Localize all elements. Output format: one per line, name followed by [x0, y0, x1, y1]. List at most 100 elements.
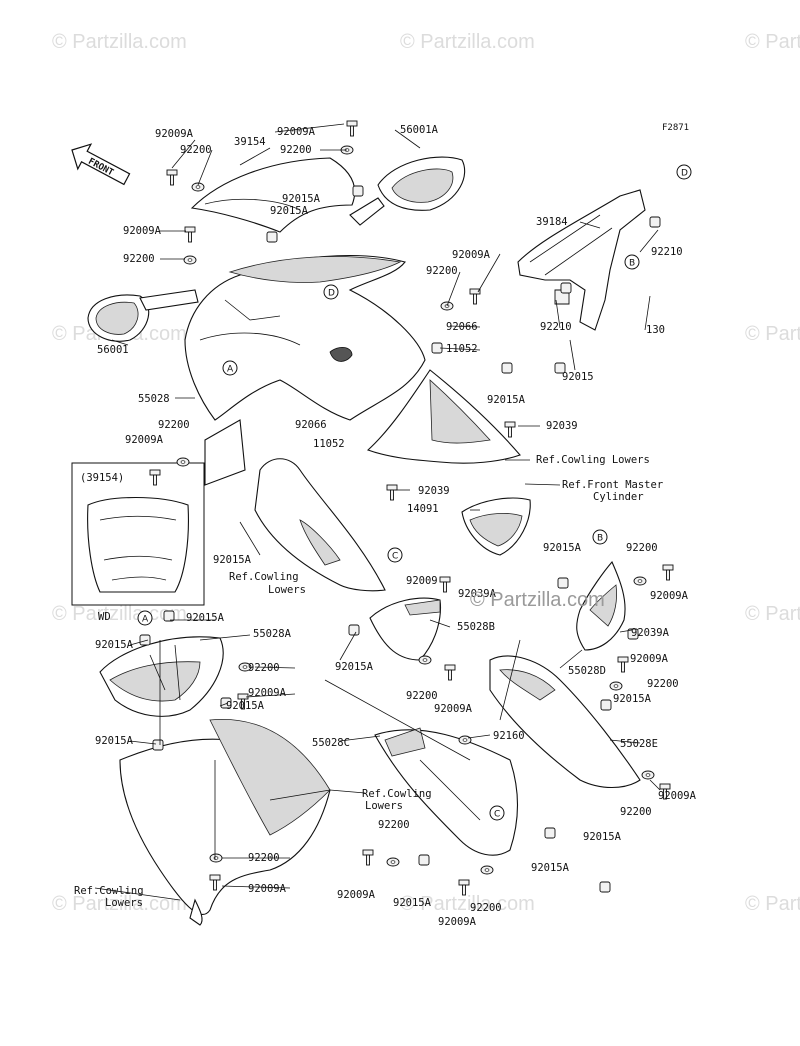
leader-line [339, 631, 357, 661]
construction-line [499, 639, 521, 721]
part-number-label: 92066 [446, 321, 478, 333]
washer-icon [418, 655, 432, 665]
center-lower-cowl-part [374, 727, 519, 856]
part-number-label: 55028C [312, 737, 350, 749]
part-number-label: 55028D [568, 665, 606, 677]
reference-note: Ref.Cowling [74, 885, 144, 897]
callout-letter: D [681, 169, 688, 179]
inset-ref-label: (39154) [80, 472, 124, 484]
callout-circle [387, 547, 403, 563]
upper-cowl-part [184, 255, 426, 421]
callout-letter: C [392, 552, 398, 562]
part-number-label: 92039 [418, 485, 450, 497]
collar-icon [352, 185, 364, 197]
collar-icon [220, 697, 232, 709]
leader-line [111, 339, 129, 346]
screw-icon [458, 879, 470, 896]
watermark-text: © Partzilla.com [745, 31, 800, 53]
center-cowl-part [369, 597, 441, 661]
watermark-text: © Partzilla.com [745, 603, 800, 625]
part-number-label: 92015A [543, 542, 582, 554]
leader-line [649, 779, 661, 791]
part-number-label: 92200 [470, 902, 502, 914]
part-number-label: 55028B [457, 621, 495, 633]
washer-icon [386, 857, 400, 867]
windshield-part [190, 157, 356, 233]
leader-line [477, 253, 501, 293]
part-number-label: 92200 [248, 852, 280, 864]
screw-icon [184, 226, 196, 243]
part-number-label: 92039A [631, 627, 670, 639]
washer-icon [191, 182, 205, 192]
part-number-label: 92009A [438, 916, 477, 928]
collar-icon [152, 739, 164, 751]
part-number-label: 92009A [630, 653, 669, 665]
part-number-label: 55028 [138, 393, 170, 405]
callout-marker: A [137, 610, 153, 626]
part-number-label: 92015A [213, 554, 252, 566]
leader-line [129, 740, 157, 745]
leader-line [245, 693, 296, 698]
cowl-bracket-part [517, 189, 646, 331]
screw-icon [362, 849, 374, 866]
reference-note: Ref.Cowling [362, 788, 432, 800]
washer-icon [238, 662, 252, 672]
part-number-label: 92015A [95, 735, 134, 747]
part-number-label: 92009A [658, 790, 697, 802]
washer-icon [209, 853, 223, 863]
collar-icon [557, 577, 569, 589]
part-number-label: 92015A [186, 612, 225, 624]
watermark-text: © Partzilla.com [745, 893, 800, 915]
part-number-label: 92200 [378, 819, 410, 831]
callout-letter: B [629, 259, 635, 269]
leader-line [199, 634, 251, 641]
callout-circle [323, 284, 339, 300]
reference-note: Ref.Cowling [229, 571, 299, 583]
part-number-label: 92009A [434, 703, 473, 715]
leader-line [219, 702, 229, 707]
washer-icon [183, 255, 197, 265]
part-number-label: 92015A [282, 193, 321, 205]
part-number-label: 92160 [493, 730, 525, 742]
leader-line [644, 295, 651, 331]
part-number-label: 92200 [626, 542, 658, 554]
collar-icon [649, 216, 661, 228]
reference-note: Lowers [105, 897, 143, 909]
callout-marker: D [676, 164, 692, 180]
part-number-label: 92009A [125, 434, 164, 446]
leader-line [171, 139, 196, 169]
screw-icon [444, 664, 456, 681]
callout-marker: B [624, 254, 640, 270]
leader-line [439, 347, 481, 351]
part-number-label: 92009A [337, 889, 376, 901]
construction-line [269, 789, 331, 801]
leader-line [559, 649, 583, 669]
leader-line [569, 339, 576, 371]
leader-line [339, 735, 381, 742]
callout-marker: C [387, 547, 403, 563]
leader-line [467, 734, 491, 739]
part-number-label: 92210 [651, 246, 683, 258]
part-number-label: 92015A [393, 897, 432, 909]
collar-icon [600, 699, 612, 711]
part-number-label: 92009A [650, 590, 689, 602]
part-number-label: 39154 [234, 136, 266, 148]
collar-icon [139, 634, 151, 646]
reference-note: Lowers [268, 584, 306, 596]
part-number-label: 92015A [95, 639, 134, 651]
screw-icon [617, 656, 629, 673]
leader-line [639, 229, 659, 253]
part-number-label: 92015A [270, 205, 309, 217]
screw-icon [386, 484, 398, 501]
side-lower-panel-part [204, 419, 386, 592]
hardware-layer [139, 120, 674, 896]
part-number-label: 39184 [536, 216, 568, 228]
collar-icon [554, 362, 566, 374]
collar-icon [544, 827, 556, 839]
washer-icon [480, 865, 494, 875]
collar-icon [599, 881, 611, 893]
leader-line [429, 619, 451, 628]
side-upper-panel-part [366, 369, 521, 464]
